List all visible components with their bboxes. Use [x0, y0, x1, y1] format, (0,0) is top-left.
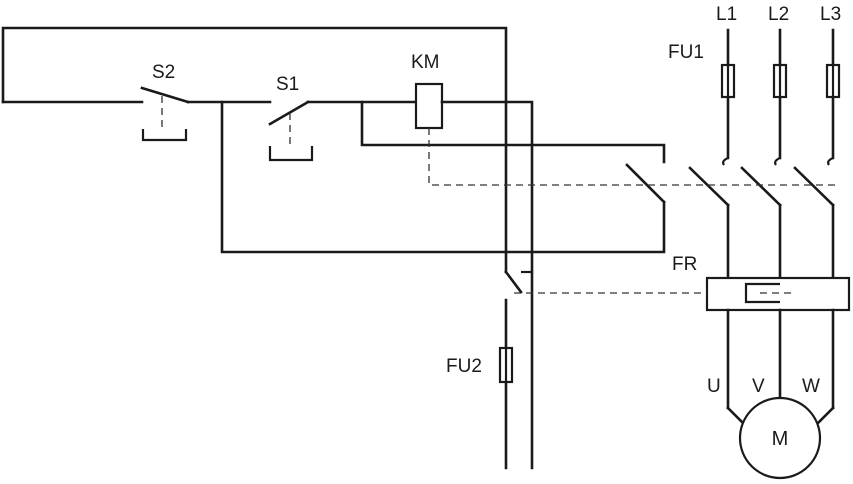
fr-thermal-relay	[705, 276, 851, 312]
label-km: KM	[411, 52, 440, 73]
label-l3: L3	[820, 4, 841, 25]
auxiliary-return-wire	[220, 100, 666, 254]
km-main-contact-l3	[793, 166, 835, 207]
label-motor: M	[772, 428, 789, 450]
label-l1: L1	[716, 4, 737, 25]
label-s2: S2	[152, 62, 175, 83]
fr-contact	[504, 270, 523, 294]
label-s1: S1	[276, 74, 299, 95]
km-linkage	[428, 128, 835, 186]
label-fu2: FU2	[446, 356, 482, 377]
control-circuit	[1, 26, 666, 470]
mechanical-linkages	[428, 128, 835, 294]
label-l2: L2	[768, 4, 789, 25]
s1-start-button	[268, 100, 314, 162]
label-u: U	[707, 376, 721, 397]
fr-heating-element	[744, 282, 780, 304]
km-auxiliary-contact	[625, 163, 666, 204]
label-fu1: FU1	[668, 42, 704, 63]
holding-loop-wire	[360, 100, 666, 164]
label-fr: FR	[672, 254, 697, 275]
label-v: V	[752, 376, 765, 397]
km-coil	[414, 82, 444, 130]
km-main-contact-l1	[688, 166, 730, 207]
km-main-contact-l2	[740, 166, 782, 207]
main-circuit	[688, 28, 851, 480]
s2-stop-button	[140, 86, 190, 142]
control-top-loop-wire	[1, 26, 508, 274]
label-w: W	[802, 376, 820, 397]
wire-km-to-control-supply	[440, 100, 534, 470]
motor	[738, 396, 822, 480]
